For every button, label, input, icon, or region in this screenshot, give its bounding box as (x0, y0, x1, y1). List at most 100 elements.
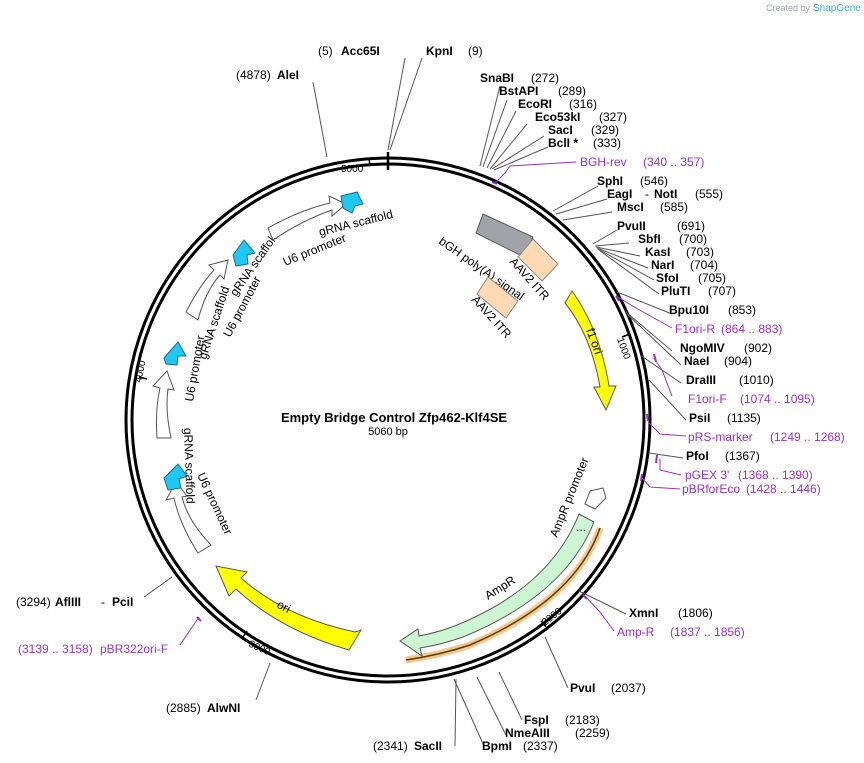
credit-prefix: Created by (766, 3, 811, 13)
ampr-ellipsis: ... (576, 520, 586, 534)
primer-pos: (864 .. 883) (721, 322, 782, 336)
site-pos: (853) (728, 303, 756, 317)
site-pos: (272) (531, 71, 559, 85)
site-pos: (316) (569, 97, 597, 111)
primer-bgh-rev[interactable]: BGH-rev (580, 155, 627, 169)
site-pos: (1806) (678, 606, 713, 620)
site-sacii[interactable]: SacII (414, 739, 442, 753)
site-bpmi[interactable]: BpmI (482, 739, 512, 753)
primer-pos: (1249 .. 1268) (770, 430, 845, 444)
grna-scaffold-label-1: gRNA scaffold (181, 428, 198, 504)
site-alei[interactable]: AleI (277, 68, 299, 82)
site-bcli[interactable]: BclI * (548, 136, 578, 150)
tick-5000 (368, 157, 371, 167)
u6-promoter-feature-3[interactable] (185, 259, 229, 321)
site-ngomiv[interactable]: NgoMIV (680, 341, 725, 355)
site-naei[interactable]: NaeI (684, 354, 709, 368)
site-pos: (546) (640, 174, 668, 188)
u6-promoter-feature-4[interactable] (267, 195, 347, 241)
aav2-itr-feature-2[interactable] (476, 276, 519, 319)
site-sep: - (101, 595, 105, 609)
primer-pbrforeco[interactable]: pBRforEco (682, 482, 740, 496)
site-xmni[interactable]: XmnI (629, 606, 658, 620)
site-pcii[interactable]: PciI (112, 595, 133, 609)
site-pos: (1010) (739, 373, 774, 387)
tick-1000 (621, 333, 631, 338)
ampr-orf-line (405, 527, 601, 661)
primer-amp-r[interactable]: Amp-R (617, 625, 655, 639)
site-msci[interactable]: MscI (617, 200, 644, 214)
primer-f1ori-f[interactable]: F1ori-F (688, 392, 727, 406)
site-alwni[interactable]: AlwNI (207, 701, 240, 715)
primer-pbr322ori-f[interactable]: pBR322ori-F (100, 642, 168, 656)
site-pos: (4878) (236, 68, 271, 82)
site-afliii[interactable]: AflIII (55, 595, 81, 609)
primer-prs-marker[interactable]: pRS-marker (688, 430, 753, 444)
site-bstapi[interactable]: BstAPI (499, 84, 538, 98)
primer-labels: BGH-rev (340 .. 357) F1ori-R (864 .. 883… (18, 155, 845, 656)
site-kasi[interactable]: KasI (645, 245, 670, 259)
f1-ori-feature[interactable] (564, 290, 617, 412)
site-pos: (2885) (166, 701, 201, 715)
tick-label-5000: 5000 (341, 164, 364, 175)
primer-pos: (1074 .. 1095) (740, 392, 815, 406)
tick-4000 (138, 376, 148, 380)
f1-ori-label: f1 ori (583, 326, 605, 356)
tick-label-3000: 3000 (247, 639, 272, 659)
site-fspi[interactable]: FspI (524, 713, 549, 727)
grna-scaffold-feature-1[interactable] (163, 463, 188, 491)
ampr-promoter-feature[interactable] (584, 487, 607, 510)
u6-promoter-label-1: U6 promoter (194, 470, 235, 536)
site-pfoi[interactable]: PfoI (686, 449, 709, 463)
grna-scaffold-feature-2[interactable] (163, 341, 187, 366)
site-pvui[interactable]: PvuI (570, 681, 595, 695)
site-nari[interactable]: NarI (651, 258, 674, 272)
u6-promoter-feature-1[interactable] (165, 481, 212, 554)
site-bpu10i[interactable]: Bpu10I (669, 303, 709, 317)
site-pos: (2037) (611, 681, 646, 695)
primer-pos: (1428 .. 1446) (746, 482, 821, 496)
ampr-feature[interactable] (399, 513, 595, 658)
site-pos: (2341) (373, 739, 408, 753)
map-length: 5060 bp (368, 426, 408, 438)
site-pos: (700) (679, 232, 707, 246)
tick-3000 (242, 630, 248, 638)
site-draiii[interactable]: DraIII (686, 373, 716, 387)
aav2-itr-feature-1[interactable] (517, 238, 559, 282)
site-sbfi[interactable]: SbfI (638, 232, 661, 246)
site-eagi[interactable]: EagI (607, 187, 632, 201)
site-eco53ki[interactable]: Eco53kI (535, 110, 580, 124)
site-pos: (9) (468, 44, 483, 58)
map-title: Empty Bridge Control Zfp462-Klf4SE (281, 410, 507, 425)
site-psii[interactable]: PsiI (689, 411, 710, 425)
site-pvuii[interactable]: PvuII (617, 219, 646, 233)
primer-pos: (1837 .. 1856) (670, 625, 745, 639)
site-pos: (704) (690, 258, 718, 272)
primer-pos: (3139 .. 3158) (18, 642, 93, 656)
site-acc65i[interactable]: Acc65I (341, 44, 380, 58)
primer-pos: (1368 .. 1390) (738, 468, 813, 482)
site-noti[interactable]: NotI (654, 187, 677, 201)
site-sphi[interactable]: SphI (597, 174, 623, 188)
site-snabi[interactable]: SnaBI (480, 71, 514, 85)
site-sfoi[interactable]: SfoI (656, 271, 679, 285)
tick-2000 (540, 620, 547, 628)
site-leaders (143, 57, 687, 747)
u6-promoter-feature-2[interactable] (152, 370, 175, 439)
ori-label: ori (275, 597, 293, 616)
grna-scaffold-feature-4[interactable] (340, 191, 364, 214)
site-pos: (902) (744, 341, 772, 355)
primer-pgex3[interactable]: pGEX 3' (685, 468, 729, 482)
site-pos: (329) (591, 123, 619, 137)
site-ecori[interactable]: EcoRI (518, 97, 552, 111)
site-pos: (555) (695, 187, 723, 201)
primer-f1ori-r[interactable]: F1ori-R (675, 322, 715, 336)
site-saci[interactable]: SacI (548, 123, 573, 137)
site-pos: (691) (677, 219, 705, 233)
ori-feature[interactable] (215, 565, 363, 651)
grna-scaffold-feature-3[interactable] (232, 239, 256, 267)
site-pluti[interactable]: PluTI (661, 284, 690, 298)
site-nmeaiii[interactable]: NmeAIII (505, 726, 550, 740)
site-pos: (5) (318, 44, 333, 58)
site-kpni[interactable]: KpnI (426, 44, 453, 58)
